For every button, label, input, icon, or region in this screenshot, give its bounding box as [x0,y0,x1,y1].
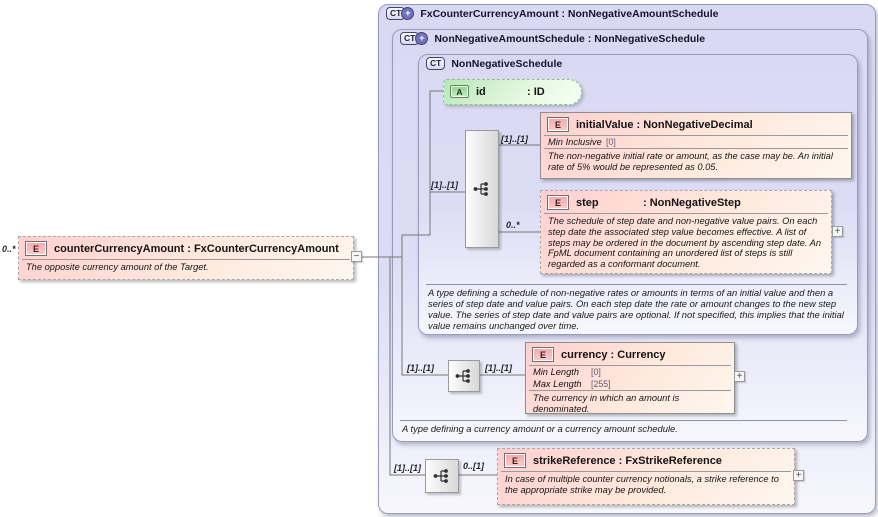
divider [501,471,791,472]
attribute-header: A id : ID [444,80,581,101]
cardinality-label-step: 0..* [506,220,520,230]
header-nonnegativeschedule: CT NonNegativeSchedule [426,57,562,70]
complex-type-title: NonNegativeAmountSchedule : NonNegativeS… [434,32,706,45]
complex-type-title: NonNegativeSchedule [451,57,563,70]
sequence-icon [473,182,488,196]
element-annotation: The non-negative initial rate or amount,… [548,151,833,172]
type-annotation-nonnegativeschedule: A type defining a schedule of non-negati… [428,287,844,331]
complex-type-derived-icon: CT+ [386,7,415,20]
facet-name: Max Length [533,379,582,389]
element-title: counterCurrencyAmount : FxCounterCurrenc… [54,242,339,255]
element-header: E initialValue : NonNegativeDecimal [541,113,851,135]
sequence-connector [448,360,480,392]
expand-button-strikereference[interactable]: + [793,470,804,481]
header-fxcountercurrencyamount: CT+ FxCounterCurrencyAmount : NonNegativ… [386,7,718,20]
element-annotation: The opposite currency amount of the Targ… [26,262,209,272]
element-icon: E [532,347,554,362]
facet-name: Min Length [533,367,579,377]
complex-type-derived-icon: CT+ [400,32,429,45]
element-header: E currency : Currency [526,343,734,365]
element-header: E counterCurrencyAmount : FxCounterCurre… [19,237,353,259]
element-icon: E [547,117,569,132]
expand-button-currency[interactable]: + [734,371,745,382]
divider [22,259,350,260]
element-name: step [576,196,599,209]
cardinality-label-strike-out: 0..[1] [463,461,485,471]
element-box-countercurrencyamount[interactable]: E counterCurrencyAmount : FxCounterCurre… [18,236,354,280]
element-title: strikeReference : FxStrikeReference [533,454,722,467]
element-icon: E [25,241,47,256]
element-header: E strikeReference : FxStrikeReference [498,449,794,471]
cardinality-label-currency-out: [1]..[1] [485,363,512,373]
cardinality-label-currency-in: [1]..[1] [407,363,434,373]
divider [544,213,828,214]
type-annotation-nonnegativeamountschedule: A type defining a currency amount or a c… [402,423,678,434]
header-nonnegativeamountschedule: CT+ NonNegativeAmountSchedule : NonNegat… [400,32,705,45]
element-box-currency[interactable]: E currency : Currency Min Length [0] Max… [525,342,735,414]
element-title: currency : Currency [561,348,666,361]
facet-row: Min Inclusive [0] [541,136,851,148]
facet-name: Min Inclusive [548,137,602,147]
element-type: : NonNegativeStep [643,196,741,209]
divider [529,365,731,366]
cardinality-label-initialvalue: [1]..[1] [501,134,528,144]
element-annotation: In case of multiple counter currency not… [505,474,779,495]
complex-type-title: FxCounterCurrencyAmount : NonNegativeAmo… [420,7,719,20]
element-title: initialValue : NonNegativeDecimal [576,118,753,131]
element-annotation: The currency in which an amount is denom… [533,393,680,414]
facet-row: Max Length [255] [526,378,734,390]
element-header: E step : NonNegativeStep [541,191,831,213]
sequence-connector [465,130,499,248]
cardinality-label-strike-in: [1]..[1] [394,463,421,473]
divider [426,284,847,285]
element-icon: E [547,195,569,210]
element-box-step[interactable]: E step : NonNegativeStep The schedule of… [540,190,832,274]
attribute-icon: A [450,85,469,98]
facet-value: [255] [591,379,611,389]
element-icon: E [504,453,526,468]
facet-value: [0] [606,137,616,147]
divider [544,135,848,136]
divider [529,390,731,391]
element-box-strikereference[interactable]: E strikeReference : FxStrikeReference In… [497,448,795,505]
expand-button-step[interactable]: + [832,226,843,237]
divider [400,420,847,421]
facet-value: [0] [591,367,601,377]
element-annotation: The schedule of step date and non-negati… [548,216,822,270]
collapse-button[interactable]: − [351,251,362,262]
sequence-icon [455,369,470,383]
attribute-type: : ID [527,85,545,98]
element-box-initialvalue[interactable]: E initialValue : NonNegativeDecimal Min … [540,112,852,179]
facet-row: Min Length [0] [526,366,734,378]
sequence-connector [425,459,459,493]
cardinality-label-sequence: [1]..[1] [431,180,458,190]
cardinality-label-source: 0..* [2,244,16,254]
attribute-box-id[interactable]: A id : ID [443,79,582,105]
attribute-name: id [476,85,486,98]
divider [544,148,848,149]
complex-type-icon: CT [426,57,446,70]
sequence-icon [433,469,448,483]
